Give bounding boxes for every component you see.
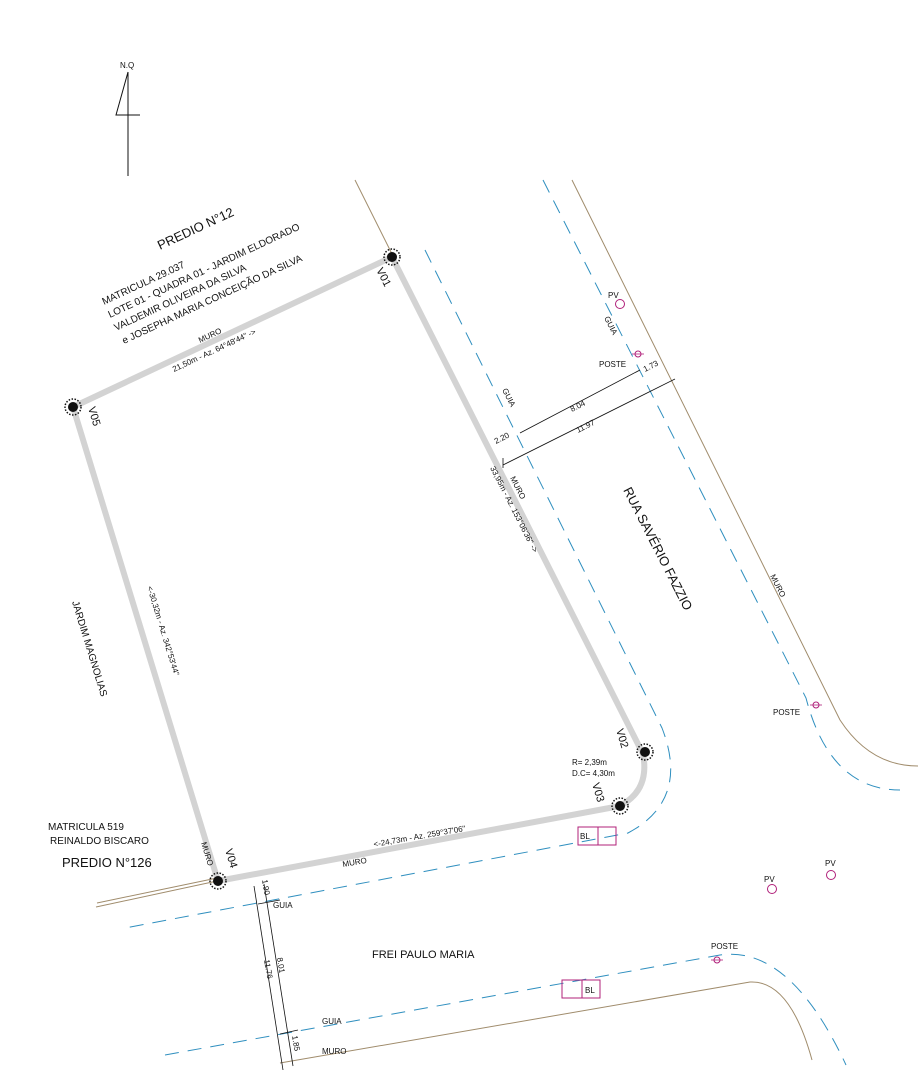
frei-dimension-group	[253, 883, 299, 1071]
neighbor-predio-126: MATRICULA 519 REINALDO BISCARO PREDIO N°…	[48, 822, 152, 870]
rua-guia-label: GUIA	[500, 387, 517, 409]
frei-guia-top: GUIA	[273, 901, 293, 910]
pv-1-label: PV	[764, 875, 775, 884]
vertex-v05-label: V05	[85, 405, 102, 427]
frei-guia-bottom: GUIA	[322, 1017, 342, 1026]
frei-muro-bottom: MURO	[322, 1047, 346, 1056]
vertex-v02-label: V02	[613, 727, 630, 749]
street-features: PV GUIA POSTE MURO POSTE PV PV BL BL POS…	[561, 291, 836, 999]
lot-outline	[70, 254, 648, 884]
frei-dim-8-01: 8.01	[275, 957, 287, 974]
vertex-v02-marker	[636, 743, 654, 761]
rua-dim-2-20: 2.20	[493, 430, 511, 445]
rua-dim-1-73: 1.73	[642, 358, 660, 373]
vertex-v01-label: V01	[373, 266, 393, 289]
poste-bottom-label: POSTE	[711, 942, 738, 951]
vertex-v03-marker	[611, 797, 629, 815]
rua-dimension-group: GUIA 2.20 8.04 11.97 1.73	[493, 358, 676, 468]
property-lines	[95, 179, 918, 1064]
vertex-markers	[64, 248, 654, 890]
street-rua-saverio-fazzio: RUA SAVÉRIO FAZZIO	[620, 485, 695, 613]
vertex-v05-marker	[64, 398, 82, 416]
jardim-magnolias-label: JARDIM MAGNOLIAS	[69, 600, 109, 699]
vertex-v04-marker	[209, 872, 227, 890]
curb-lines	[124, 179, 901, 1066]
predio-12-title: PREDIO N°12	[155, 204, 236, 252]
predio-126-title: PREDIO N°126	[62, 855, 152, 870]
frei-dim-11-76: 11.76	[262, 959, 274, 980]
poste-right-label: POSTE	[773, 708, 800, 717]
bl-2-label: BL	[585, 986, 595, 995]
bl-2-box: BL	[561, 979, 601, 999]
predio-126-line-1: MATRICULA 519	[48, 822, 124, 833]
pv-1-marker	[767, 884, 777, 894]
north-arrow: N.Q	[115, 61, 140, 176]
frei-dim-1-90: 1.90	[260, 879, 272, 896]
vertex-v03-label: V03	[589, 781, 606, 803]
pv-top-marker	[615, 299, 625, 309]
side-v03-v04-muro: MURO	[342, 856, 368, 869]
muro-right-label: MURO	[768, 573, 787, 599]
pv-2-label: PV	[825, 859, 836, 868]
pv-2-marker	[826, 870, 836, 880]
bl-1-box: BL	[577, 826, 617, 846]
curve-chord: D.C= 4,30m	[572, 769, 615, 778]
guia-right-label: GUIA	[602, 315, 619, 337]
side-v04-muro: MURO	[199, 841, 215, 867]
vertex-v01-marker	[383, 248, 401, 266]
poste-top-label: POSTE	[599, 360, 626, 369]
vertex-v04-label: V04	[222, 847, 239, 869]
curve-radius: R= 2,39m	[572, 758, 607, 767]
street-frei-paulo-maria: FREI PAULO MARIA	[372, 949, 475, 961]
north-label: N.Q	[120, 61, 134, 70]
predio-126-line-2: REINALDO BISCARO	[50, 836, 149, 847]
bl-1-label: BL	[580, 832, 590, 841]
rua-dim-8-04: 8.04	[569, 398, 587, 413]
pv-top-label: PV	[608, 291, 619, 300]
neighbor-predio-12: PREDIO N°12 MATRICULA 29.037 LOTE 01 - Q…	[101, 204, 305, 346]
rua-dim-11-97: 11.97	[575, 418, 597, 435]
frei-dim-1-85: 1.85	[290, 1035, 302, 1052]
